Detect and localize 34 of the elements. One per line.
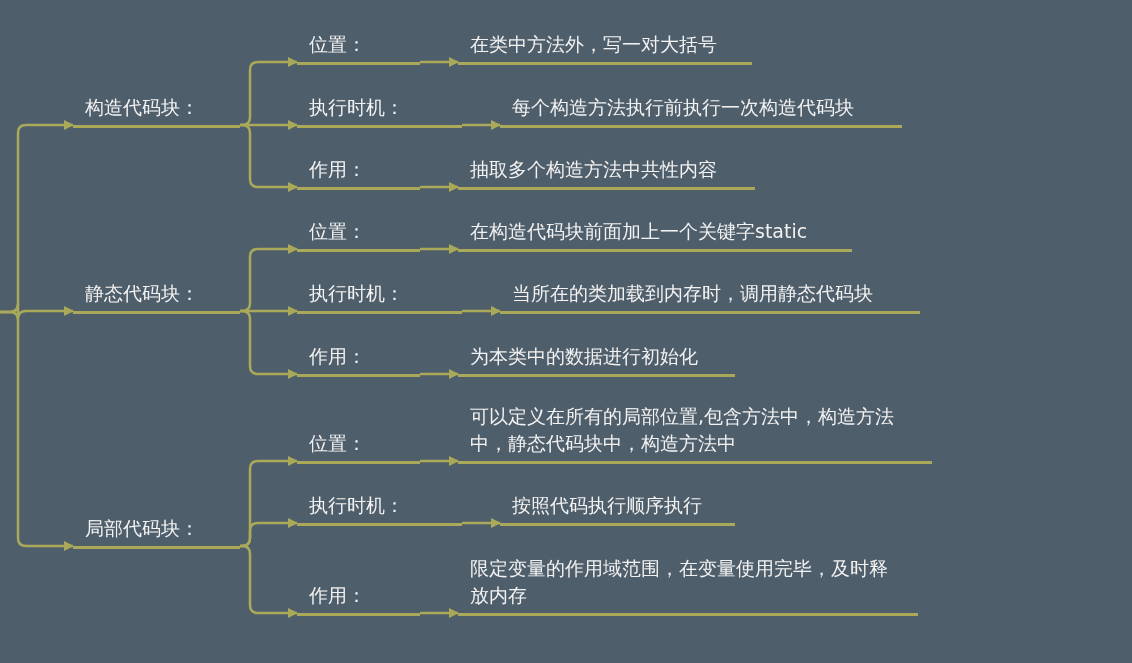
- branch-label: 在类中方法外，写一对大括号: [458, 31, 752, 65]
- arrow: [240, 123, 298, 192]
- branch-label: 作用：: [297, 343, 420, 377]
- arrow: [420, 608, 459, 618]
- branch-label: 局部代码块：: [73, 515, 240, 549]
- branch-label: 执行时机：: [297, 280, 462, 314]
- arrow: [420, 456, 459, 466]
- branch-label: 静态代码块：: [73, 280, 240, 314]
- branch-label: 当所在的类加载到内存时，调用静态代码块: [500, 280, 920, 314]
- arrow: [0, 310, 74, 551]
- arrow: [420, 244, 459, 254]
- arrow: [240, 309, 298, 379]
- branch-label: 按照代码执行顺序执行: [500, 492, 735, 526]
- arrow: [462, 306, 501, 316]
- branch-label: 每个构造方法执行前执行一次构造代码块: [500, 94, 902, 128]
- branch-label: 构造代码块：: [73, 94, 240, 128]
- branch-label: 执行时机：: [297, 94, 462, 128]
- arrow: [420, 57, 459, 67]
- branch-label: 执行时机：: [297, 492, 462, 526]
- branch-label: 作用：: [297, 582, 420, 616]
- branch-label: 作用：: [297, 156, 420, 190]
- arrow: [420, 369, 459, 379]
- branch-label: 抽取多个构造方法中共性内容: [458, 156, 755, 190]
- arrow: [462, 120, 501, 130]
- branch-label: 位置：: [297, 31, 420, 65]
- branch-label: 限定变量的作用域范围，在变量使用完毕，及时释放内存: [458, 555, 918, 616]
- arrow: [240, 544, 298, 618]
- arrow: [420, 182, 459, 192]
- branch-label: 位置：: [297, 430, 420, 464]
- branch-label: 为本类中的数据进行初始化: [458, 343, 735, 377]
- branch-label: 在构造代码块前面加上一个关键字static: [458, 218, 852, 252]
- arrow: [462, 518, 501, 528]
- branch-label: 位置：: [297, 218, 420, 252]
- branch-label: 可以定义在所有的局部位置,包含方法中，构造方法中，静态代码块中，构造方法中: [458, 403, 932, 464]
